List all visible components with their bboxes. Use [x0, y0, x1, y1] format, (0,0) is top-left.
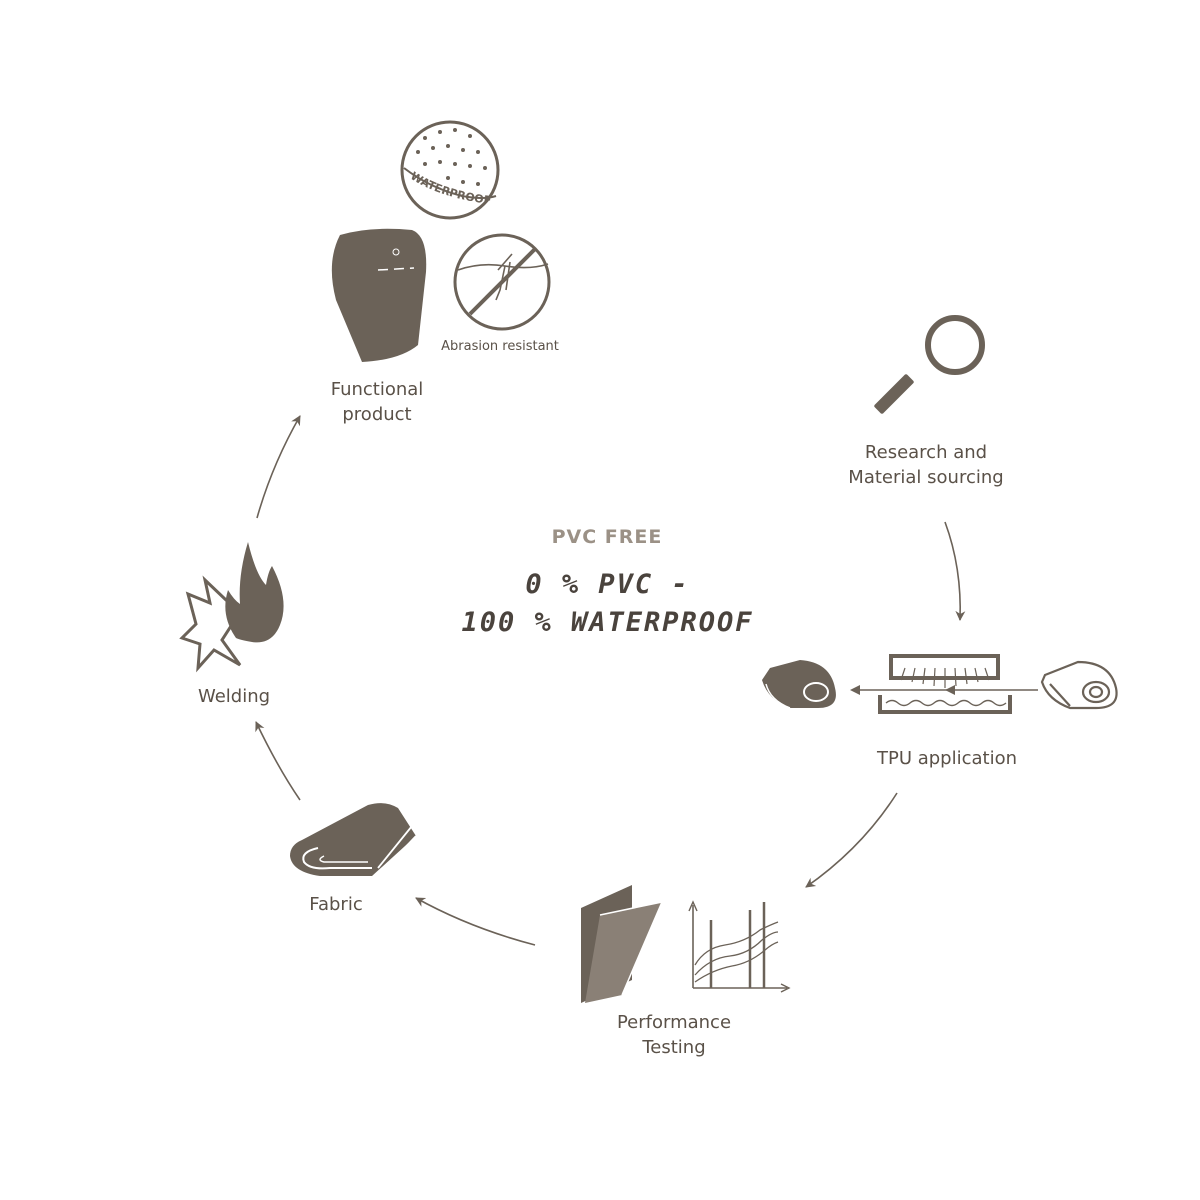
graph-icon — [688, 900, 791, 993]
step-welding-label: Welding — [197, 686, 271, 707]
step-testing-line-2: Testing — [642, 1037, 706, 1058]
bag-icon — [331, 228, 427, 362]
flame-icon — [179, 542, 284, 673]
coated-fabric-roll-icon — [762, 660, 836, 709]
step-product-line-1: Functional — [330, 379, 424, 400]
arrow-tpu-to-testing — [805, 792, 898, 888]
arrow-fabric-to-welding — [255, 721, 301, 801]
step-product-line-2: product — [342, 404, 412, 425]
slogan-line-2: 100 % WATERPROOF — [461, 607, 754, 638]
abrasion-badge-icon — [453, 233, 551, 331]
step-research-label: Research and Material sourcing — [826, 440, 1026, 490]
arrow-research-to-tpu — [944, 521, 966, 621]
arrow-testing-to-fabric — [415, 897, 536, 946]
pvc-free-title: PVC FREE — [551, 526, 663, 548]
slogan: 0 % PVC - 100 % WATERPROOF — [430, 566, 785, 642]
slogan-line-1: 0 % PVC - — [525, 569, 690, 600]
fabric-roll-icon — [290, 803, 417, 877]
magnifier-icon — [874, 315, 985, 414]
step-tpu-label: TPU application — [876, 748, 1018, 769]
waterproof-badge-icon: WATERPROOF — [400, 120, 500, 220]
tpu-press-icon — [850, 654, 1038, 714]
step-fabric-label: Fabric — [309, 894, 363, 915]
folder-icon — [581, 885, 664, 1003]
step-testing-label: Performance Testing — [574, 1010, 774, 1060]
step-research-line-2: Material sourcing — [848, 467, 1004, 488]
step-product-label: Functional product — [297, 377, 457, 427]
step-research-line-1: Research and — [864, 442, 988, 463]
raw-fabric-roll-icon — [1040, 660, 1118, 710]
abrasion-resistant-label: Abrasion resistant — [441, 339, 559, 354]
arrow-welding-to-product — [256, 415, 301, 519]
step-testing-line-1: Performance — [616, 1012, 732, 1033]
